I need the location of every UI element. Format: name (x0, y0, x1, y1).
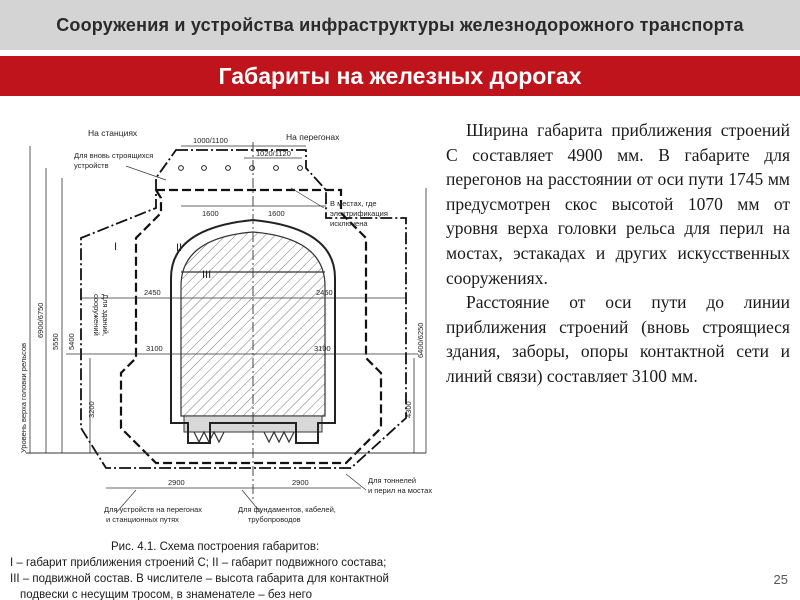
label-railings: и перил на мостах (368, 486, 432, 495)
label-2450-right: 2450 (316, 288, 333, 297)
body-text: Ширина габарита приближения строений С с… (446, 118, 790, 389)
label-h-3200: 3200 (87, 401, 96, 418)
caption-line-4: подвески с несущим тросом, в знаменателе… (20, 589, 312, 600)
label-structures-v: сооружений (92, 294, 101, 336)
label-roman-3: III (202, 269, 211, 281)
slide-title: Габариты на железных дорогах (218, 62, 582, 89)
label-2450-left: 2450 (144, 288, 161, 297)
clearance-diagram-figure: На станциях На перегонах 1000/1100 1020/… (6, 118, 442, 600)
header-bar: Сооружения и устройства инфраструктуры ж… (0, 0, 800, 50)
label-devices: устройств (74, 161, 109, 170)
label-dim-top: 1000/1100 (193, 136, 228, 145)
paragraph-distance: Расстояние от оси пути до линии приближе… (446, 292, 790, 386)
label-devices-haul: Для устройств на перегонах (104, 505, 202, 514)
caption-line-2: I – габарит приближения строений С; II –… (10, 557, 386, 569)
label-rail-level: Уровень верха головки рельсов (19, 343, 28, 453)
label-half-right: 1600 (268, 209, 285, 218)
label-h-5550: 5550 (51, 333, 60, 350)
label-roman-1: I (114, 241, 117, 253)
clearance-diagram: На станциях На перегонах 1000/1100 1020/… (10, 128, 432, 600)
label-3100-right: 3100 (314, 344, 331, 353)
label-hauls: На перегонах (286, 132, 340, 142)
label-station-tracks: и станционных путях (106, 515, 179, 524)
caption-line-1: Рис. 4.1. Схема построения габаритов: (111, 541, 319, 553)
label-h-4300: 4300 (404, 401, 413, 418)
label-h-5400: 5400 (67, 333, 76, 350)
label-stations: На станциях (88, 128, 138, 138)
label-excluded: исключена (330, 219, 368, 228)
structure-clearance-gauge-I (119, 188, 383, 465)
label-bridges: В местах, где (330, 199, 377, 208)
station-structure-line (80, 149, 407, 469)
label-pipelines: трубопроводов (248, 515, 301, 524)
label-new-built: Для вновь строящихся (74, 151, 153, 160)
slide-title-banner: Габариты на железных дорогах (0, 56, 800, 96)
label-h-6400: 6400/6250 (416, 323, 425, 358)
label-3100-left: 3100 (146, 344, 163, 353)
paragraph-width: Ширина габарита приближения строений С с… (446, 120, 790, 288)
label-buildings-v: Для зданий, (101, 294, 110, 336)
bogie-right (263, 430, 295, 444)
rolling-stock-gauge-II (170, 218, 336, 444)
label-tunnels: Для тоннелей (368, 476, 416, 485)
page-number: 25 (773, 572, 788, 587)
label-2900-right: 2900 (292, 478, 309, 487)
label-foundations: Для фундаментов, кабелей, (238, 505, 336, 514)
label-half-left: 1600 (202, 209, 219, 218)
header-title: Сооружения и устройства инфраструктуры ж… (56, 14, 744, 35)
label-2900-left: 2900 (168, 478, 185, 487)
label-electrified: электрификация (330, 209, 388, 218)
label-roman-2: II (176, 242, 182, 254)
label-h-6900: 6900/6750 (36, 303, 45, 338)
label-dim-top2: 1020/1120 (256, 149, 291, 158)
caption-line-3: III – подвижной состав. В числителе – вы… (10, 573, 389, 585)
